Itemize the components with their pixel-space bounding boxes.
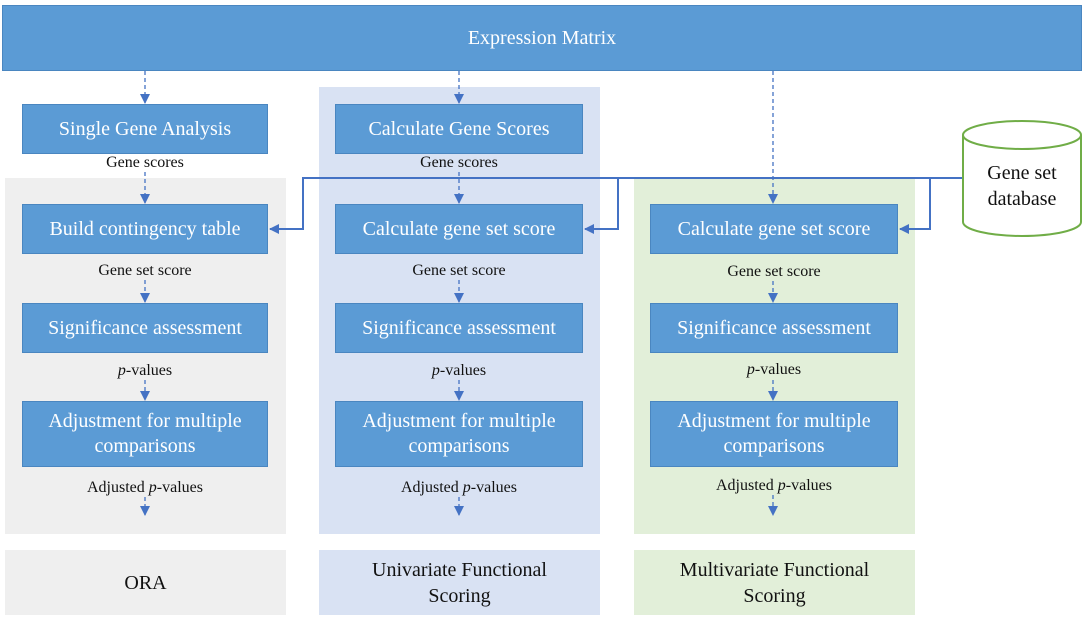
multi-significance-label: Significance assessment (677, 316, 871, 339)
univariate-footer-line2: Scoring (428, 584, 491, 607)
uni-adjustment-line2: comparisons (408, 435, 510, 457)
multi-adjustment-line1: Adjustment for multiple (677, 410, 871, 432)
ora-adjustment-box: Adjustment for multiple comparisons (22, 401, 268, 467)
database-label-line1: Gene set (987, 162, 1057, 184)
multi-adjustment-box: Adjustment for multiple comparisons (650, 401, 898, 467)
multi-gene-set-score-label: Gene set score (727, 263, 821, 280)
ora-adjusted-p-values-label: Adjusted p-values (45, 479, 245, 497)
multi-p-values-label: p-values (674, 361, 874, 379)
uni-p-rest: -values (439, 362, 487, 379)
multi-p-italic: p (746, 361, 755, 378)
db-connector-to-univariate (584, 178, 619, 234)
ora-footer-line1: ORA (124, 571, 167, 594)
ora-adjusted-rest: -values (156, 479, 203, 496)
ora-adjustment-line1: Adjustment for multiple (48, 410, 242, 432)
univariate-footer: Univariate Functional Scoring (319, 550, 600, 615)
uni-adjusted-prefix: Adjusted (401, 479, 463, 496)
multi-adjustment-line2: comparisons (723, 435, 825, 457)
ora-adjusted-italic: p (148, 479, 157, 496)
uni-adjusted-rest: -values (470, 479, 517, 496)
ora-adjusted-prefix: Adjusted (87, 479, 149, 496)
expression-matrix-label: Expression Matrix (467, 26, 617, 49)
calculate-gene-scores-box: Calculate Gene Scores (335, 104, 583, 154)
multi-adjusted-italic: p (777, 477, 786, 494)
database-cylinder-icon (962, 120, 1082, 237)
ora-significance-label: Significance assessment (48, 316, 242, 339)
multi-calculate-gene-set-score-box: Calculate gene set score (650, 204, 898, 254)
ora-significance-box: Significance assessment (22, 303, 268, 353)
uni-gene-set-score-label: Gene set score (412, 262, 506, 279)
multi-adjusted-rest: -values (785, 477, 832, 494)
multivariate-footer-line1: Multivariate Functional (679, 558, 870, 581)
univariate-footer-line1: Univariate Functional (372, 558, 547, 581)
ora-gene-set-score-label: Gene set score (98, 262, 192, 279)
multi-calculate-gene-set-score-label: Calculate gene set score (677, 217, 871, 240)
database-label: Gene set database (966, 160, 1078, 212)
db-connector-to-ora (269, 177, 966, 234)
ora-adjustment-line2: comparisons (94, 435, 196, 457)
build-contingency-table-box: Build contingency table (22, 204, 268, 254)
uni-adjustment-box: Adjustment for multiple comparisons (335, 401, 583, 467)
uni-adjusted-p-values-label: Adjusted p-values (359, 479, 559, 497)
multivariate-footer-line2: Scoring (743, 584, 806, 607)
uni-adjustment-line1: Adjustment for multiple (362, 410, 556, 432)
uni-calculate-gene-set-score-box: Calculate gene set score (335, 204, 583, 254)
single-gene-analysis-box: Single Gene Analysis (22, 104, 268, 154)
multi-p-rest: -values (754, 361, 802, 378)
db-connector-to-multivariate (899, 178, 931, 234)
ora-p-italic: p (117, 362, 126, 379)
single-gene-analysis-label: Single Gene Analysis (58, 117, 232, 140)
calculate-gene-scores-label: Calculate Gene Scores (368, 117, 550, 140)
uni-calculate-gene-set-score-label: Calculate gene set score (362, 217, 556, 240)
multivariate-footer: Multivariate Functional Scoring (634, 550, 915, 615)
ora-footer: ORA (5, 550, 286, 615)
build-contingency-table-label: Build contingency table (49, 217, 241, 240)
ora-gene-scores-label: Gene scores (106, 154, 184, 171)
uni-p-values-label: p-values (359, 362, 559, 380)
uni-gene-scores-label: Gene scores (420, 154, 498, 171)
database-label-line2: database (987, 188, 1057, 210)
ora-p-values-label: p-values (45, 362, 245, 380)
multi-adjusted-prefix: Adjusted (716, 477, 778, 494)
uni-p-italic: p (431, 362, 440, 379)
ora-p-rest: -values (125, 362, 173, 379)
uni-adjusted-italic: p (462, 479, 471, 496)
expression-matrix-box: Expression Matrix (2, 5, 1082, 71)
uni-significance-box: Significance assessment (335, 303, 583, 353)
multi-adjusted-p-values-label: Adjusted p-values (674, 477, 874, 495)
multi-significance-box: Significance assessment (650, 303, 898, 353)
uni-significance-label: Significance assessment (362, 316, 556, 339)
